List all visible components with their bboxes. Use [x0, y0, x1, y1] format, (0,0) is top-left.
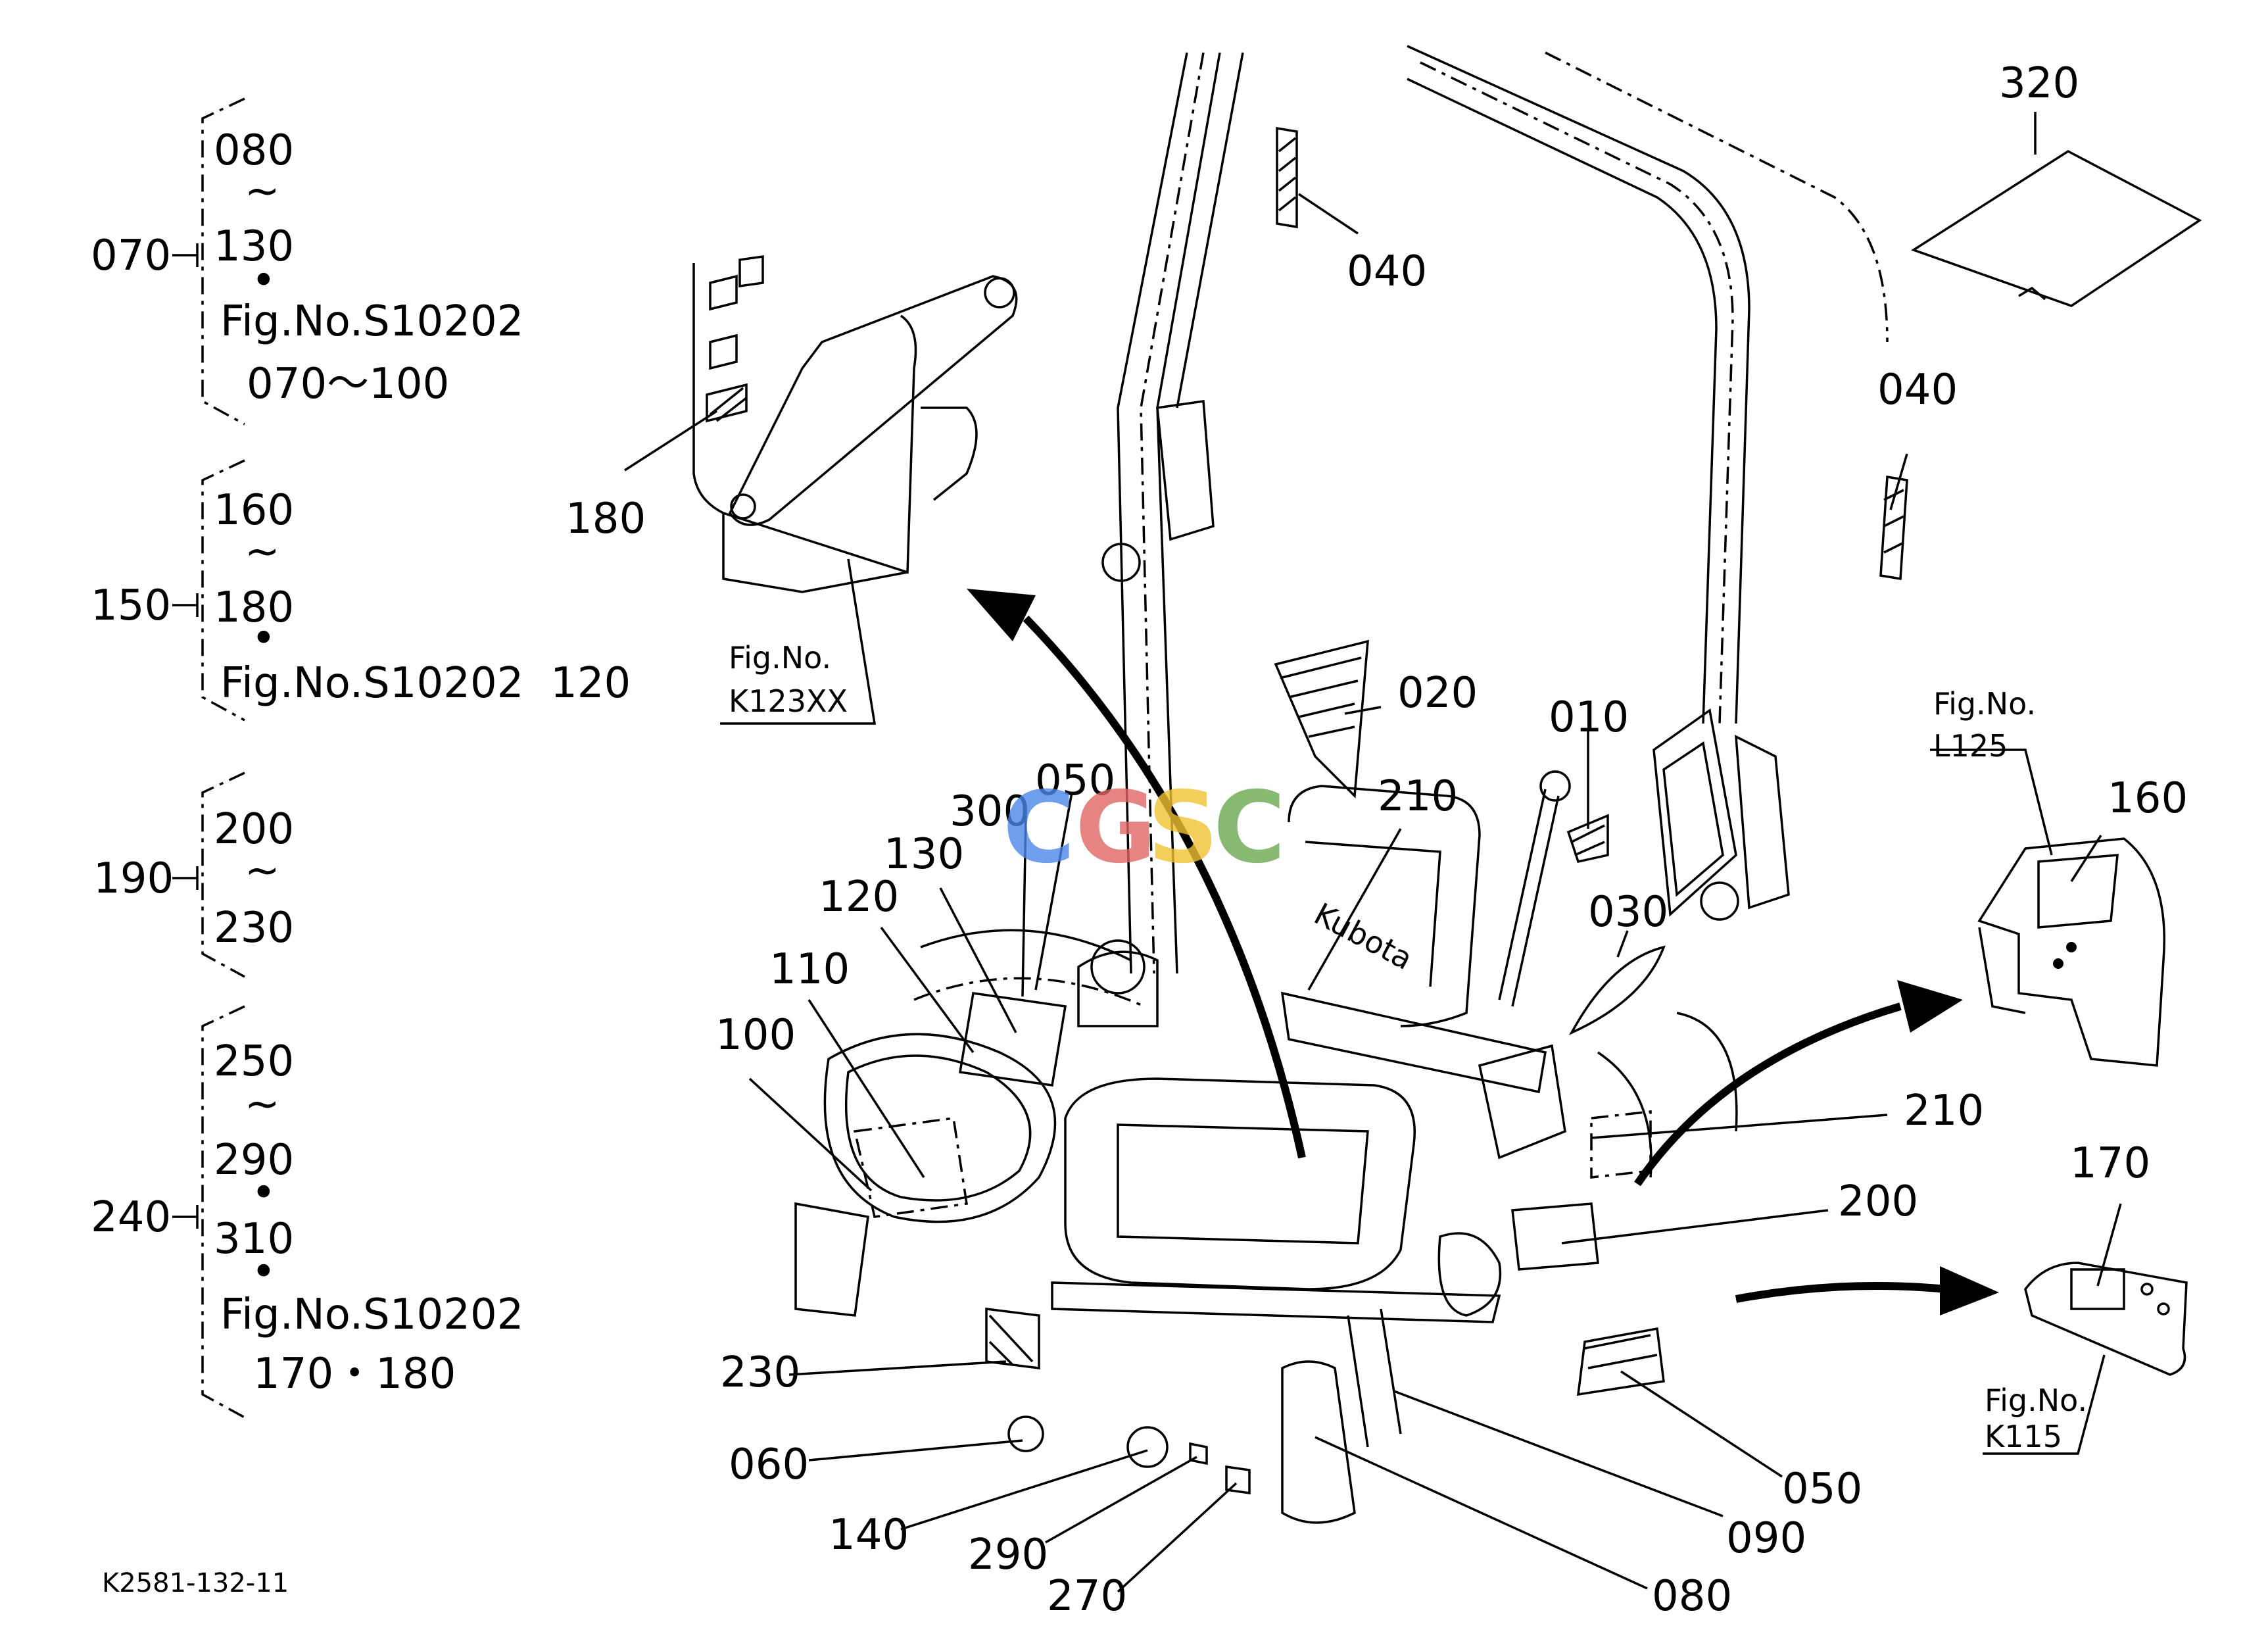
callout-100: 100: [715, 1011, 796, 1060]
callout-140: 140: [829, 1511, 909, 1560]
legend-line: 080: [214, 126, 294, 175]
legend-dot: •: [251, 1248, 276, 1296]
figref-l125-label: Fig.No.: [1933, 686, 2036, 722]
callout-020: 020: [1397, 669, 1478, 718]
callout-060: 060: [729, 1440, 809, 1489]
legend-figref: Fig.No.S10202 120: [220, 659, 631, 708]
legend-line: 290: [214, 1136, 294, 1185]
legend-figref: Fig.No.S10202: [220, 297, 523, 346]
legend-tilde: ~: [245, 847, 280, 895]
legend-parent-150: 150: [91, 581, 171, 630]
callout-050: 050: [1035, 756, 1115, 805]
watermark-letter: C: [1213, 771, 1286, 885]
callout-050: 050: [1782, 1465, 1862, 1513]
decal-040-top: [1276, 126, 1298, 229]
callout-200: 200: [1838, 1177, 1918, 1226]
callout-290: 290: [968, 1531, 1048, 1579]
legend-parent-190: 190: [93, 854, 174, 903]
legend-dot: •: [251, 1169, 276, 1217]
watermark-letter: G: [1075, 771, 1156, 885]
decal-180: [706, 383, 748, 423]
legend-dot: •: [251, 614, 276, 663]
callout-040: 040: [1347, 247, 1427, 296]
callout-160: 160: [2108, 774, 2188, 823]
figref-k123-label: Fig.No.: [729, 640, 831, 676]
legend-line: 250: [214, 1037, 294, 1086]
callout-080: 080: [1652, 1572, 1732, 1621]
legend-group-190: 190 200 ~ 230: [93, 772, 294, 978]
callout-270: 270: [1047, 1572, 1127, 1621]
legend-line: 160: [214, 486, 294, 535]
legend-tilde: ~: [245, 528, 280, 576]
decal-030: [1568, 945, 1666, 1035]
figref-k115-label: Fig.No.: [1985, 1383, 2087, 1418]
legend-dot: •: [251, 257, 276, 305]
legend-line: 200: [214, 805, 294, 854]
leader-lines: [624, 112, 2122, 1593]
legend-group-150: 150 160 ~ 180 • Fig.No.S10202 120: [91, 459, 631, 722]
callout-180: 180: [566, 495, 646, 543]
callout-210: 210: [1904, 1087, 1984, 1135]
watermark: C G S C: [1003, 771, 1286, 885]
callouts: 320 040 040 180 020 010 050 300 130 210 …: [566, 59, 2188, 1621]
decal-040-side: [1879, 475, 1908, 581]
callout-320: 320: [1999, 59, 2079, 108]
decal-010: [1566, 814, 1609, 864]
machine-decals: [1274, 639, 1737, 1035]
detail-hitch: Fig.No. K123XX: [692, 255, 1018, 725]
figref-l125-number: L125: [1933, 728, 2008, 764]
callout-030: 030: [1588, 888, 1668, 937]
figref-k115-number: K115: [1985, 1419, 2062, 1454]
drawing-code: K2581-132-11: [102, 1568, 289, 1598]
arrow-to-k115: [1735, 1282, 1947, 1303]
legend-line: 180: [214, 583, 294, 632]
legend-line: 230: [214, 904, 294, 952]
legend-line: 130: [214, 222, 294, 271]
callout-110: 110: [769, 945, 850, 994]
legend-parent-070: 070: [91, 232, 171, 280]
callout-170: 170: [2070, 1139, 2150, 1188]
arrow-to-k123: [1023, 615, 1306, 1159]
legend-group-240: 240 250 ~ 290 • 310 • Fig.No.S10202 170・…: [91, 1005, 523, 1419]
figref-k123-number: K123XX: [729, 683, 848, 719]
callout-210: 210: [1378, 772, 1458, 821]
detail-l125: Fig.No. L125: [1930, 686, 2165, 1067]
legend-range: 170・180: [253, 1350, 456, 1398]
callout-010: 010: [1549, 693, 1629, 742]
legend-tilde: ~: [245, 1080, 280, 1129]
arrows: [967, 589, 1999, 1315]
legend: 070 080 ~ 130 • Fig.No.S10202 070～100 15…: [91, 97, 631, 1419]
dash-console: [794, 929, 1665, 1524]
legend-group-070: 070 080 ~ 130 • Fig.No.S10202 070～100: [91, 97, 523, 426]
rops-frame: [1101, 45, 1908, 1178]
watermark-letter: C: [1003, 771, 1075, 885]
legend-range: 070～100: [247, 360, 449, 408]
legend-tilde: ~: [245, 167, 280, 216]
callout-130: 130: [884, 830, 964, 879]
watermark-letter: S: [1147, 771, 1218, 885]
legend-figref: Fig.No.S10202: [220, 1291, 523, 1339]
arrow-to-l125: [1634, 1002, 1902, 1187]
legend-parent-240: 240: [91, 1193, 171, 1242]
callout-300: 300: [950, 787, 1030, 836]
legend-line: 310: [214, 1215, 294, 1264]
callout-230: 230: [720, 1348, 800, 1397]
callout-040: 040: [1877, 366, 1958, 414]
detail-manual: [1911, 149, 2202, 307]
callout-120: 120: [819, 873, 899, 922]
seat-brand-logo: Kubota: [1309, 896, 1418, 977]
detail-k115: Fig.No. K115: [1983, 1262, 2188, 1455]
callout-090: 090: [1726, 1514, 1806, 1563]
decal-020: [1274, 639, 1369, 799]
